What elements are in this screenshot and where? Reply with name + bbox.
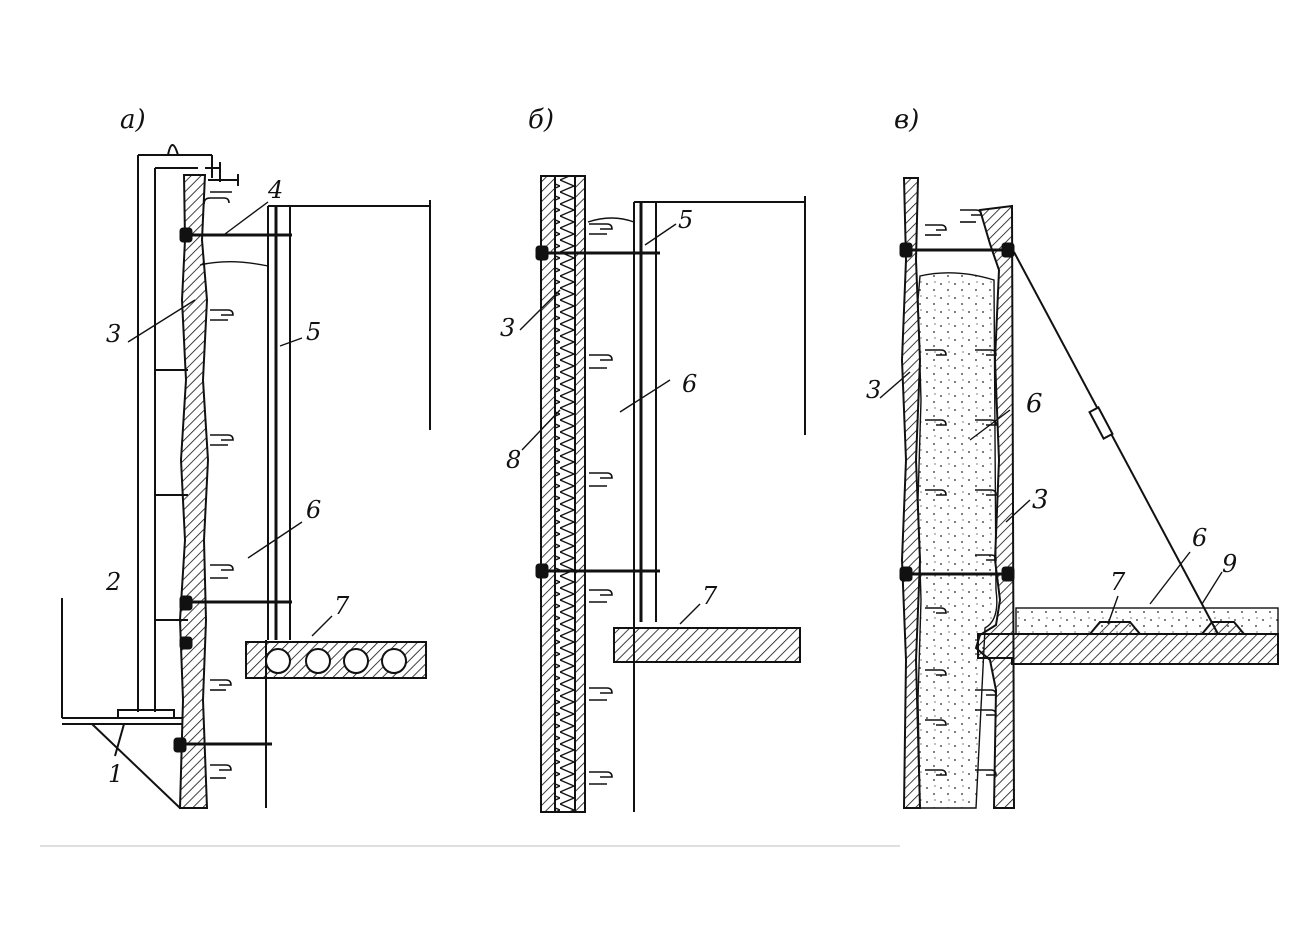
foam-core <box>917 272 998 809</box>
anchor-hooks <box>925 209 997 776</box>
callout-6-core: 6 <box>1026 389 1043 419</box>
callout-3-outer: 3 <box>866 376 881 404</box>
panel-v: в) <box>866 105 1279 809</box>
base-bracket <box>61 598 182 809</box>
callout-6: 6 <box>682 370 697 398</box>
callout-3: 3 <box>106 320 121 348</box>
inner-formwork <box>267 200 431 640</box>
callout-7: 7 <box>334 592 350 620</box>
callout-7: 7 <box>1110 568 1126 596</box>
bolt <box>535 563 549 579</box>
callout-5: 5 <box>678 206 693 234</box>
callout-3: 3 <box>500 314 515 342</box>
bolt <box>535 245 549 261</box>
panel-a: а) <box>61 105 431 809</box>
hollow-core-slab <box>245 641 427 679</box>
callout-8: 8 <box>506 446 521 474</box>
panel-b: б) <box>500 105 806 813</box>
panel-v-title: в) <box>894 105 919 135</box>
callout-5: 5 <box>306 318 321 346</box>
outer-wall <box>900 177 922 809</box>
anchor-hooks <box>203 174 239 779</box>
callout-7: 7 <box>702 582 718 610</box>
formwork-frame <box>137 144 221 712</box>
anchor-hooks <box>589 223 613 785</box>
callout-3-inner: 3 <box>1032 485 1049 515</box>
callout-2: 2 <box>105 568 121 596</box>
sandwich-wall <box>540 175 586 813</box>
callout-6-topping: 6 <box>1192 524 1207 552</box>
bolt <box>179 227 193 243</box>
bolt <box>179 595 193 611</box>
panel-b-title: б) <box>528 105 554 135</box>
concrete-top <box>199 261 269 267</box>
floor-slab <box>613 627 801 663</box>
callout-4: 4 <box>267 176 283 204</box>
callout-1: 1 <box>108 760 123 788</box>
diagonal-brace <box>1013 251 1219 635</box>
topping-layer <box>1015 607 1279 635</box>
callout-9: 9 <box>1222 550 1237 578</box>
bolt <box>179 636 193 650</box>
inner-formwork <box>633 196 806 812</box>
ribbed-slab <box>977 633 1279 665</box>
wall-panel <box>178 174 210 809</box>
concrete-top <box>587 217 635 223</box>
panel-a-title: а) <box>120 105 146 135</box>
callout-6: 6 <box>306 496 321 524</box>
